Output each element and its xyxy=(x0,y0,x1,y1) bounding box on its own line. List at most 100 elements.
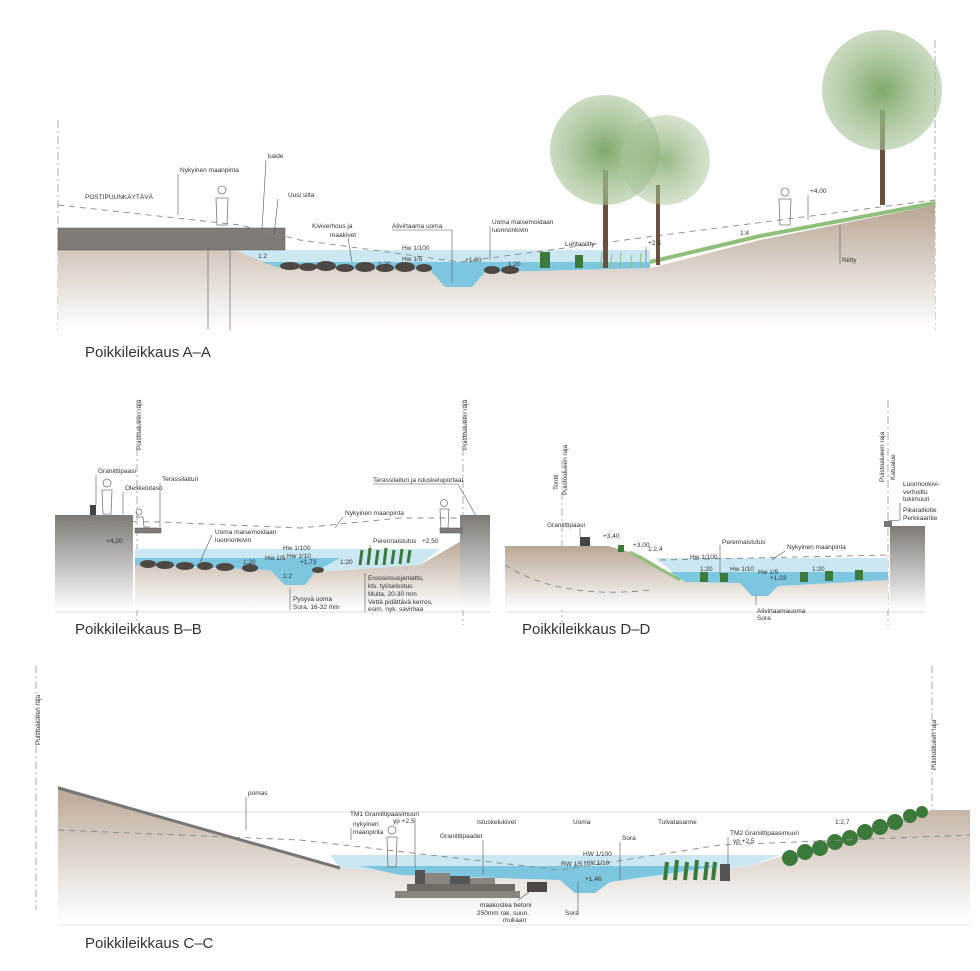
ground xyxy=(58,205,935,330)
label: Puistoalueen raja xyxy=(136,399,143,450)
label: Graniittipaadet xyxy=(440,833,482,840)
label: Perennaistutus xyxy=(722,539,766,546)
label: Eroosiosuojamatto, xyxy=(368,575,424,582)
label: +2,50 xyxy=(422,538,439,545)
existing-ground-line xyxy=(57,829,971,871)
label: +1,03 xyxy=(770,575,787,582)
label: 1:20 xyxy=(700,566,713,573)
label: 1:20 xyxy=(812,566,825,573)
label: maakivet xyxy=(330,232,356,239)
wetland-plants xyxy=(663,859,717,881)
person-silhouette xyxy=(215,185,229,226)
label: Graniittipaasi xyxy=(98,468,136,475)
leader-lines xyxy=(177,159,841,282)
label: Hw 1/100 xyxy=(402,245,430,252)
label: TM2 Graniittipaasimuuri xyxy=(730,830,799,837)
label: 1:20 xyxy=(340,559,353,566)
section-caption: Poikkileikkaus B–B xyxy=(75,621,202,638)
tree xyxy=(822,30,942,205)
label: +1,80 xyxy=(465,257,482,264)
label: mukaan xyxy=(503,917,527,924)
section-caption: Poikkileikkaus A–A xyxy=(85,344,211,361)
label: POSTIPUUNKÄYTÄVÄ xyxy=(85,193,154,201)
label: Puistoalueen raja xyxy=(931,719,938,770)
label: +3,40 xyxy=(603,533,620,540)
label: tukimuuri xyxy=(903,496,929,503)
label: kaide xyxy=(268,153,284,160)
label: Oleskelutaso xyxy=(125,485,163,492)
ground xyxy=(135,540,463,610)
label: 1:20 xyxy=(508,261,521,268)
tree xyxy=(620,115,710,265)
label: Hw 1/5 xyxy=(265,555,286,562)
label: luonnonkivin xyxy=(492,227,529,234)
perennial-planting xyxy=(618,545,863,582)
label: +4,00 xyxy=(810,188,827,195)
label: Luonnonkivi- xyxy=(903,481,940,488)
label: Tulvatasanne xyxy=(658,819,697,826)
label: esim. nyk. savimaa xyxy=(368,606,424,613)
label: +4,20 xyxy=(106,538,123,545)
label: Luhtaniitty xyxy=(565,241,595,248)
label: Vettä pidättävä kerros, xyxy=(368,599,433,606)
label: Hw 1/100 xyxy=(690,554,718,561)
section-aa: POSTIPUUNKÄYTÄVÄ Nykyinen maanpinta kaid… xyxy=(57,30,942,361)
label: Sora xyxy=(622,835,636,842)
label: Multa, 20-30 mm xyxy=(368,591,417,598)
label: Alivirtaama uoma xyxy=(392,223,443,230)
person-sitting xyxy=(135,508,150,528)
label: +1,73 xyxy=(300,559,317,566)
wetland-plants xyxy=(540,251,642,269)
label: 250mm rak. suun. xyxy=(477,910,529,917)
label: Sora, 16-32 mm xyxy=(293,604,340,611)
label: Sora xyxy=(757,615,771,622)
person-silhouette xyxy=(778,187,792,226)
label: Istuskelukivet xyxy=(477,819,516,826)
granite-slabs xyxy=(395,870,547,898)
terrace-deck xyxy=(134,527,162,534)
label: kts. työselostus xyxy=(368,583,413,590)
label: 1:4 xyxy=(740,230,749,237)
label: Hw 1/100 xyxy=(283,545,311,552)
section-dd: Tontti Puistoalueen raja Graniittipaasi … xyxy=(504,400,940,638)
leader-lines xyxy=(579,503,901,605)
label: Puistoalueen raja xyxy=(562,444,569,495)
meadow xyxy=(649,201,936,264)
label: Tontti xyxy=(553,474,560,490)
label: Niitty xyxy=(842,257,857,264)
label: 1:2 xyxy=(283,573,292,580)
steps xyxy=(57,786,341,870)
terrace-deck xyxy=(439,527,463,534)
label: maanpinta xyxy=(353,829,384,836)
label: Pikaraitiotie xyxy=(903,507,937,514)
label: Perkkaantie xyxy=(903,515,938,522)
section-caption: Poikkileikkaus D–D xyxy=(522,621,651,638)
label: Alivirtaamauoma xyxy=(757,608,806,615)
label: +2,5 xyxy=(648,240,661,247)
retaining-wall-left xyxy=(55,515,133,610)
existing-ground-line xyxy=(54,517,463,529)
retaining-wall-right xyxy=(460,515,490,610)
leader-lines xyxy=(95,475,477,612)
existing-ground-line xyxy=(659,554,889,561)
label: Nykyinen maanpinta xyxy=(787,544,846,551)
label: 1:20 xyxy=(378,261,391,268)
label: Katualue xyxy=(890,454,897,480)
label: Hw 1/5 xyxy=(402,256,423,263)
granite-block xyxy=(90,505,96,515)
existing-ground-line xyxy=(504,564,651,593)
label: Hw 1/5 xyxy=(758,569,779,576)
label: Uoma maisemoidaan xyxy=(492,219,554,226)
granite-wall-tm2 xyxy=(720,864,730,881)
label: 1:20 xyxy=(243,559,256,566)
label: Uoma xyxy=(573,819,591,826)
person-silhouette xyxy=(439,499,450,529)
shrubs-slope xyxy=(782,806,928,866)
label: Terassilaituri ja istuskeluportaat xyxy=(373,477,464,484)
label: Puistoalueen raja xyxy=(879,431,886,482)
label: HW 1/10 xyxy=(584,860,610,867)
label: Sora xyxy=(565,910,579,917)
label: verhoiltu xyxy=(903,489,928,496)
label: Puistoalueen raja xyxy=(35,694,42,745)
